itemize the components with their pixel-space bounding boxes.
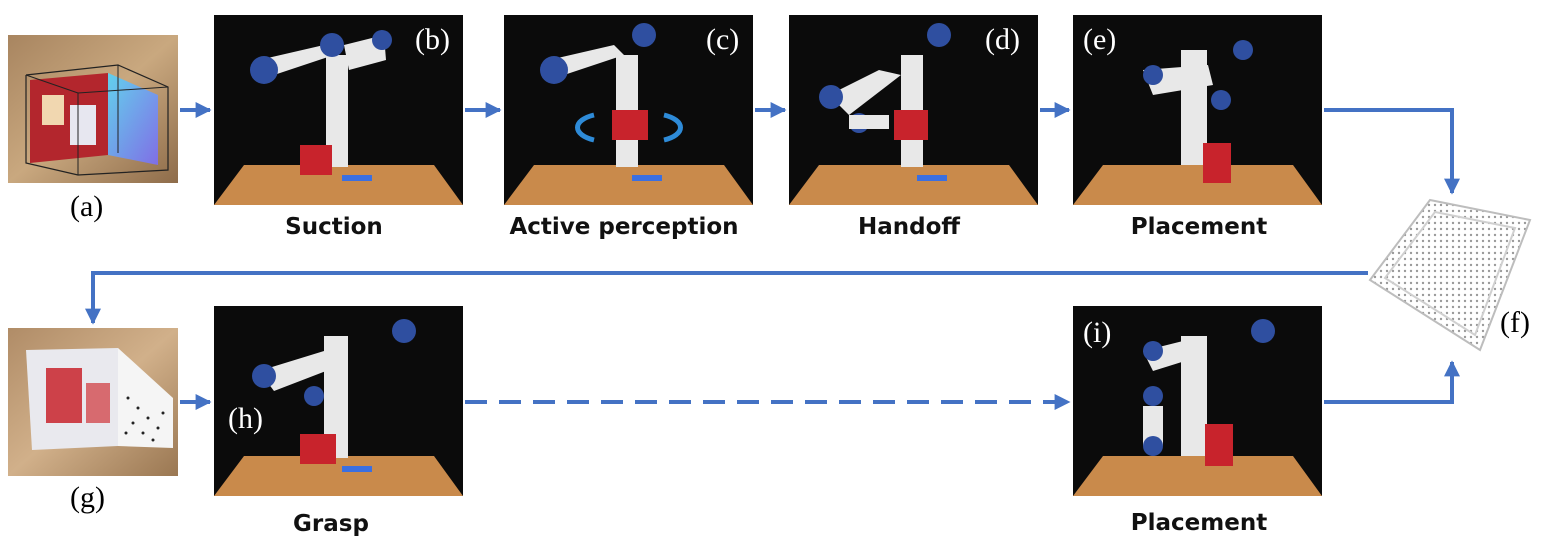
label-i: (i)	[1083, 316, 1112, 349]
photo-panel-c	[504, 15, 753, 205]
caption-grasp: Grasp	[293, 511, 369, 537]
photo-panel-h	[214, 306, 463, 496]
caption-placement-i: Placement	[1130, 510, 1268, 536]
photo-panel-i	[1073, 306, 1322, 496]
label-d: (d)	[985, 23, 1020, 56]
label-a: (a)	[70, 190, 104, 223]
label-b: (b)	[415, 23, 450, 56]
container-point-cloud-f	[1360, 190, 1535, 360]
caption-handoff: Handoff	[857, 214, 961, 240]
caption-suction: Suction	[285, 214, 383, 240]
arrow-i-to-f	[1324, 360, 1460, 404]
caption-placement-e: Placement	[1130, 214, 1268, 240]
arrow-f-to-g	[85, 271, 1368, 325]
point-cloud-g	[8, 328, 178, 476]
photo-panel-e	[1073, 15, 1322, 205]
arrow-e-to-f	[1324, 108, 1460, 195]
point-cloud-a	[8, 35, 178, 183]
caption-active-perception: Active perception	[509, 214, 739, 240]
label-h: (h)	[228, 402, 263, 435]
photo-panel-d	[789, 15, 1038, 205]
label-c: (c)	[706, 23, 740, 56]
label-g: (g)	[70, 481, 105, 514]
photo-panel-b	[214, 15, 463, 205]
label-e: (e)	[1083, 23, 1117, 56]
label-f: (f)	[1500, 306, 1530, 339]
